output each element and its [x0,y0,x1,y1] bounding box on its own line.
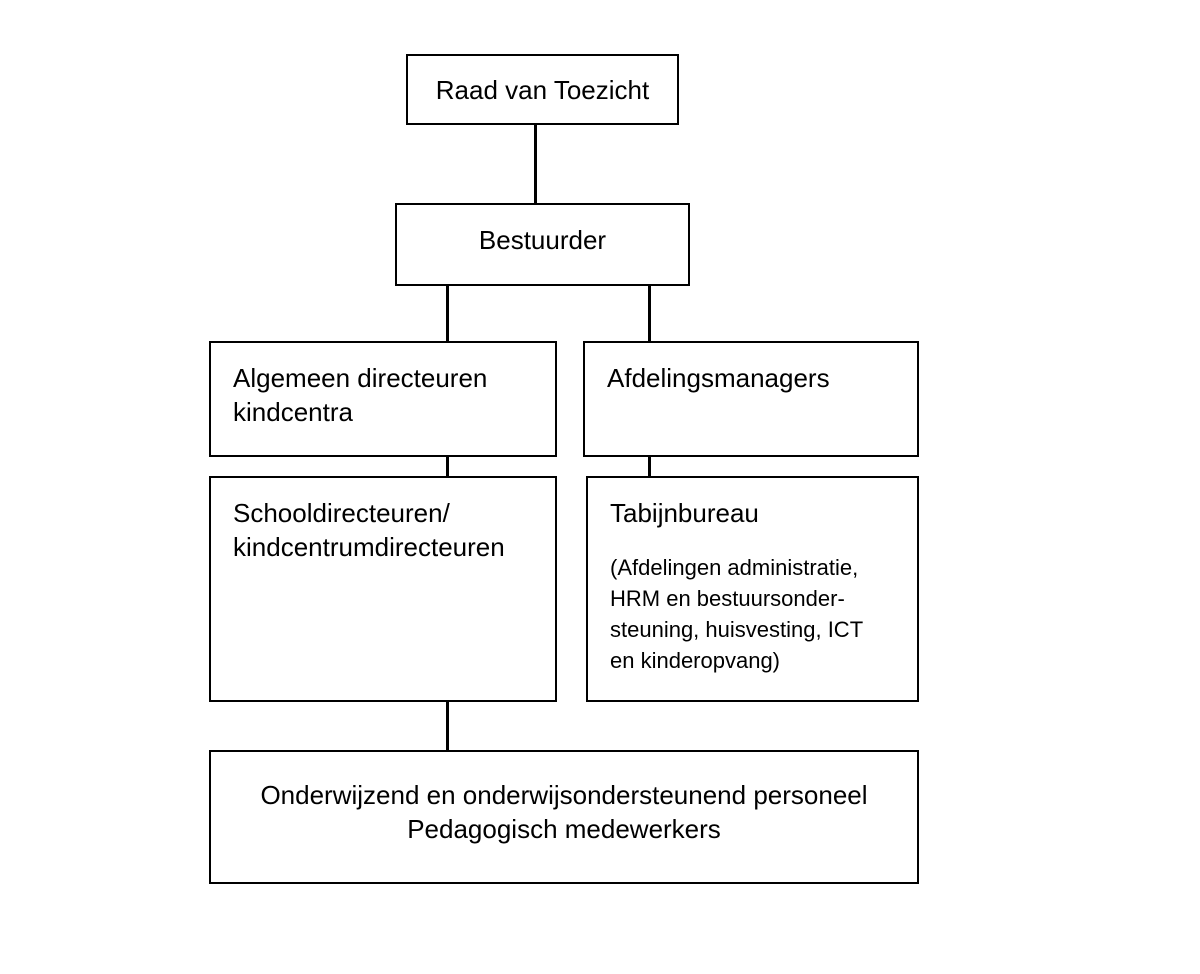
connector-afdelingsmanagers-tabijnbureau [648,455,651,477]
node-detail: (Afdelingen administratie, HRM en bestuu… [610,552,917,676]
node-label-line: Onderwijzend en onderwijsondersteunend p… [260,780,868,810]
detail-line: HRM en bestuursonder- [610,586,845,611]
connector-raad-bestuurder [534,124,537,204]
node-raad-van-toezicht: Raad van Toezicht [406,54,679,125]
node-label-line: Pedagogisch medewerkers [407,814,721,844]
node-label: Afdelingsmanagers [607,363,830,393]
node-label: Bestuurder [478,224,607,255]
node-label: Algemeen directeuren kindcentra [233,363,488,427]
connector-algemeen-schooldirecteuren [446,455,449,477]
node-afdelingsmanagers: Afdelingsmanagers [583,341,919,457]
node-label-line: kindcentrumdirecteuren [233,532,505,562]
connector-bestuurder-afdelingsmanagers [648,285,651,342]
connector-bestuurder-algemeen [446,285,449,342]
detail-line: (Afdelingen administratie, [610,555,859,580]
node-bestuurder: Bestuurder [395,203,690,286]
node-tabijnbureau: Tabijnbureau (Afdelingen administratie, … [586,476,919,702]
node-personeel: Onderwijzend en onderwijsondersteunend p… [209,750,919,884]
detail-line: en kinderopvang) [610,648,781,673]
node-label: Tabijnbureau [610,498,759,528]
node-label-line: Schooldirecteuren/ [233,498,450,528]
detail-line: steuning, huisvesting, ICT [610,617,864,642]
node-label: Raad van Toezicht [435,74,650,105]
node-schooldirecteuren: Schooldirecteuren/ kindcentrumdirecteure… [209,476,557,702]
connector-schooldirecteuren-personeel [446,700,449,751]
node-algemeen-directeuren: Algemeen directeuren kindcentra [209,341,557,457]
